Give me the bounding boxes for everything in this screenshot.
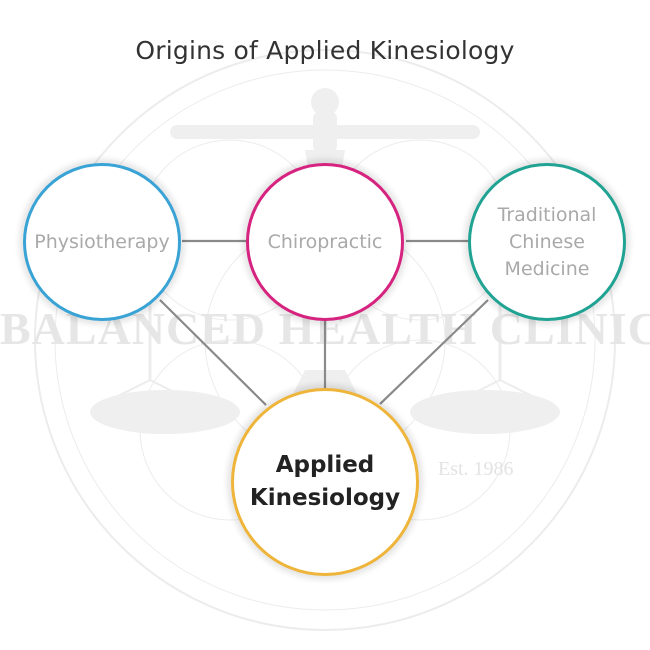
connector-physiotherapy-applied-kinesiology bbox=[159, 299, 267, 406]
watermark-established: Est. 1986 bbox=[438, 458, 514, 480]
node-applied-kinesiology-label: Applied Kinesiology bbox=[249, 452, 401, 511]
node-tcm-label: Traditional Chinese Medicine bbox=[497, 203, 597, 280]
diagram-title: Origins of Applied Kinesiology bbox=[135, 36, 515, 65]
node-chiropractic-label: Chiropractic bbox=[267, 230, 383, 253]
node-applied-kinesiology: Applied Kinesiology bbox=[231, 388, 419, 576]
node-traditional-chinese-medicine: Traditional Chinese Medicine bbox=[468, 163, 626, 321]
connector-tcm-applied-kinesiology bbox=[379, 299, 489, 405]
node-chiropractic: Chiropractic bbox=[246, 163, 404, 321]
node-physiotherapy-label: Physiotherapy bbox=[34, 230, 170, 253]
node-physiotherapy: Physiotherapy bbox=[23, 163, 181, 321]
